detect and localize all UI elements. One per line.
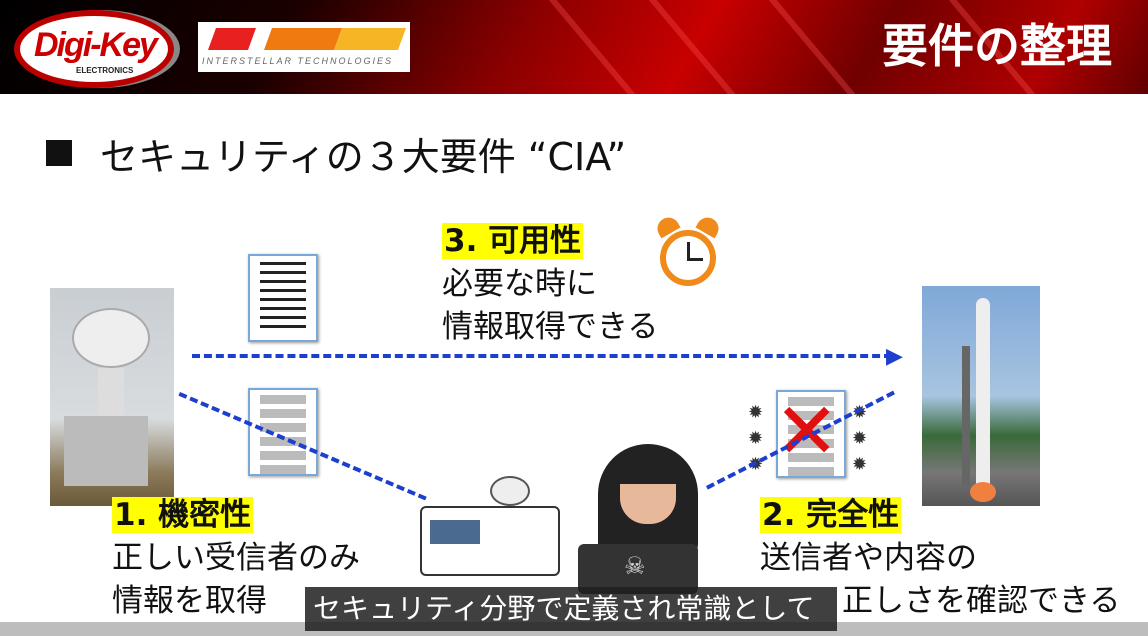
document-icon [248, 254, 318, 342]
arrow-availability [192, 354, 892, 358]
skull-icon: ☠ [624, 552, 646, 580]
hacker-illustration: ☠ [578, 444, 718, 594]
antenna-photo [50, 288, 174, 506]
cross-icon: ✕ [774, 387, 840, 477]
virus-icons: ✹✹✹ [852, 402, 868, 475]
confidentiality-block: 1. 機密性 正しい受信者のみ 情報を取得 [112, 497, 360, 619]
alarm-clock-icon [653, 213, 723, 296]
ist-logo: INTERSTELLAR TECHNOLOGIES [198, 22, 410, 72]
tampered-document-icon: ✕ [774, 387, 846, 478]
integrity-block: 2. 完全性 送信者や内容の 正しさを確認できる [760, 497, 1121, 619]
virus-icons: ✹✹✹ [748, 402, 764, 475]
van-illustration [420, 476, 560, 586]
rocket-photo [922, 286, 1040, 506]
bullet-square-icon [46, 140, 72, 166]
heading: セキュリティの３大要件 “CIA” [46, 126, 626, 181]
video-subtitle: セキュリティ分野で定義され常識として [305, 587, 837, 631]
arrow-head: ▶ [886, 344, 903, 369]
slide-title: 要件の整理 [882, 19, 1112, 73]
blurred-document-icon [248, 388, 318, 476]
availability-block: 3. 可用性 必要な時に 情報取得できる [442, 223, 659, 345]
